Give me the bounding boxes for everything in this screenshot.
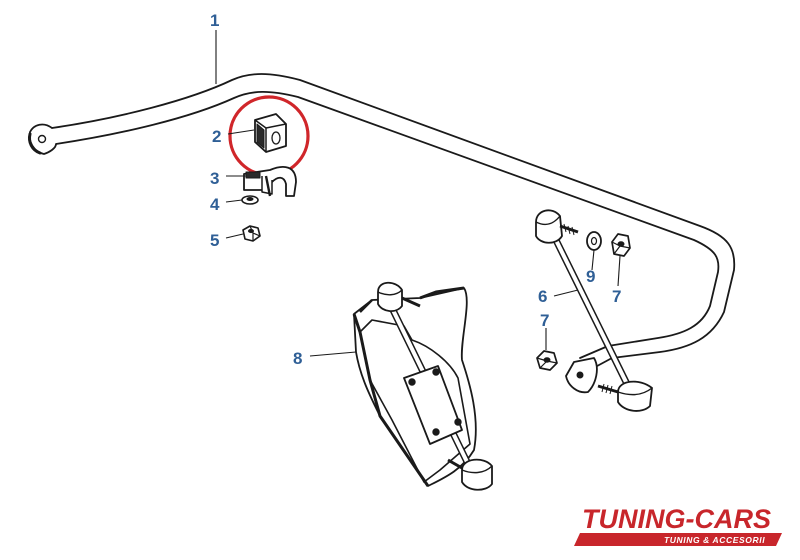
callout-8: 8 <box>293 349 302 368</box>
callout-1: 1 <box>210 11 219 30</box>
callout-9: 9 <box>586 267 595 286</box>
logo-banner <box>574 533 782 546</box>
callout-7-lower: 7 <box>540 311 549 330</box>
callout-6: 6 <box>538 287 547 306</box>
shield-bracket <box>352 281 493 491</box>
washer <box>241 195 259 205</box>
bushing <box>254 113 287 153</box>
drop-link <box>535 209 653 412</box>
callout-5: 5 <box>210 231 219 250</box>
nut-7-upper <box>611 233 631 257</box>
stabilizer-bar <box>28 73 736 373</box>
logo-tagline: TUNING & ACCESORII <box>664 535 765 545</box>
clamp <box>243 166 297 197</box>
tuning-cars-logo: TUNING-CARS TUNING & ACCESORII <box>574 504 782 546</box>
washer-9 <box>586 231 602 251</box>
callout-2: 2 <box>212 127 221 146</box>
callout-4: 4 <box>210 195 220 214</box>
callout-7-upper: 7 <box>612 287 621 306</box>
nut <box>242 225 261 242</box>
logo-wordmark: TUNING-CARS <box>582 504 771 534</box>
nut-7-lower <box>536 350 558 371</box>
callout-3: 3 <box>210 169 219 188</box>
leader-lines <box>215 30 621 357</box>
